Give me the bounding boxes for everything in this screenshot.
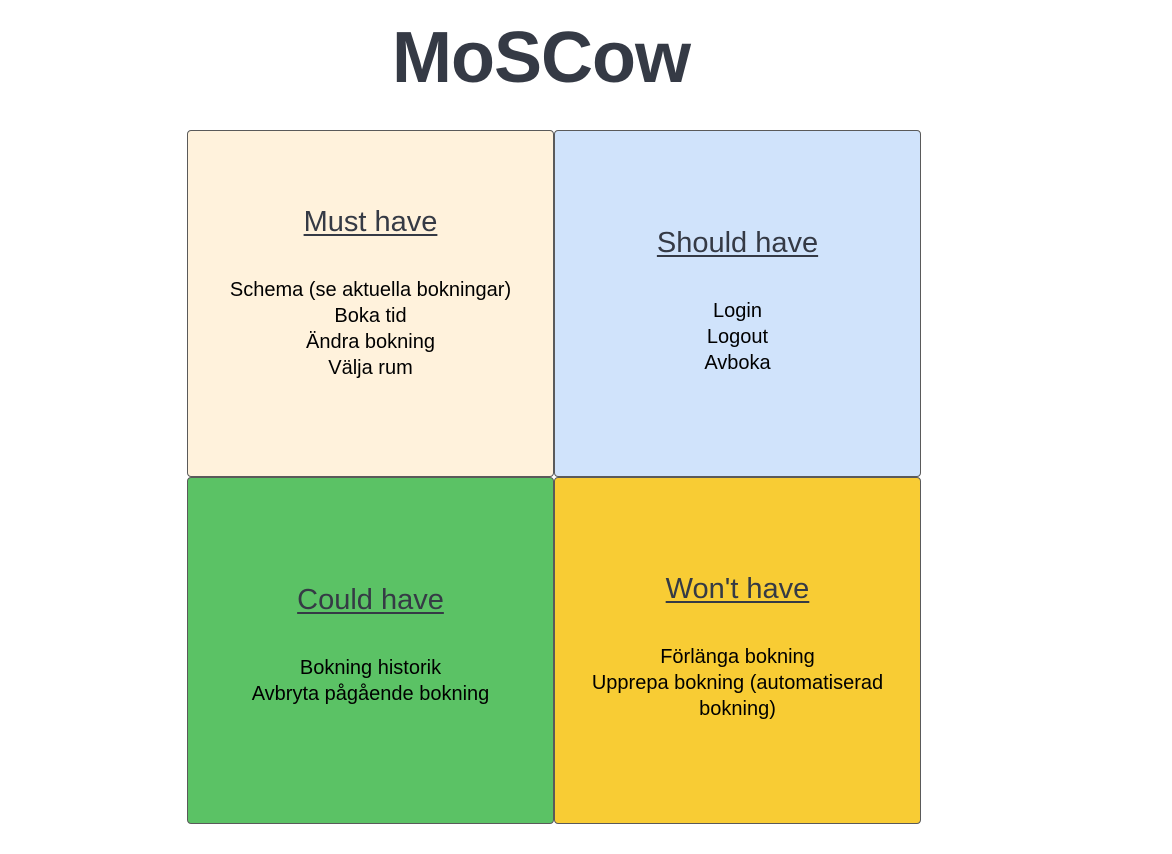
quadrant-wont-have-content: Won't have Förlänga bokning Upprepa bokn… <box>555 572 920 722</box>
list-item: Bokning historik <box>299 657 442 679</box>
quadrant-wont-have: Won't have Förlänga bokning Upprepa bokn… <box>554 477 921 824</box>
list-item: bokning) <box>699 698 776 720</box>
quadrant-could-have-content: Could have Bokning historik Avbryta pågå… <box>188 583 553 707</box>
list-item: Upprepa bokning (automatiserad <box>591 672 884 694</box>
quadrant-heading: Won't have <box>665 573 810 605</box>
quadrant-heading: Must have <box>303 206 438 238</box>
list-item: Välja rum <box>328 357 413 379</box>
quadrant-item-list: Login Logout Avboka <box>555 298 920 376</box>
quadrant-should-have: Should have Login Logout Avboka <box>554 130 921 477</box>
quadrant-should-have-content: Should have Login Logout Avboka <box>555 226 920 376</box>
quadrant-must-have-content: Must have Schema (se aktuella bokningar)… <box>188 205 553 381</box>
list-item: Logout <box>706 326 769 348</box>
list-item: Avbryta pågående bokning <box>251 683 490 705</box>
quadrant-item-list: Schema (se aktuella bokningar) Boka tid … <box>188 277 553 381</box>
list-item: Login <box>713 300 762 322</box>
quadrant-item-list: Bokning historik Avbryta pågående boknin… <box>188 655 553 707</box>
list-item: Avboka <box>704 352 771 374</box>
list-item: Boka tid <box>334 305 407 327</box>
list-item: Förlänga bokning <box>660 646 815 668</box>
quadrant-could-have: Could have Bokning historik Avbryta pågå… <box>187 477 554 824</box>
list-item: Ändra bokning <box>306 331 435 353</box>
list-item: Schema (se aktuella bokningar) <box>229 279 512 301</box>
page-title: MoSCow <box>392 18 691 98</box>
quadrant-must-have: Must have Schema (se aktuella bokningar)… <box>187 130 554 477</box>
quadrant-heading: Could have <box>297 584 444 616</box>
quadrant-item-list: Förlänga bokning Upprepa bokning (automa… <box>555 644 920 722</box>
quadrant-heading: Should have <box>656 227 819 259</box>
